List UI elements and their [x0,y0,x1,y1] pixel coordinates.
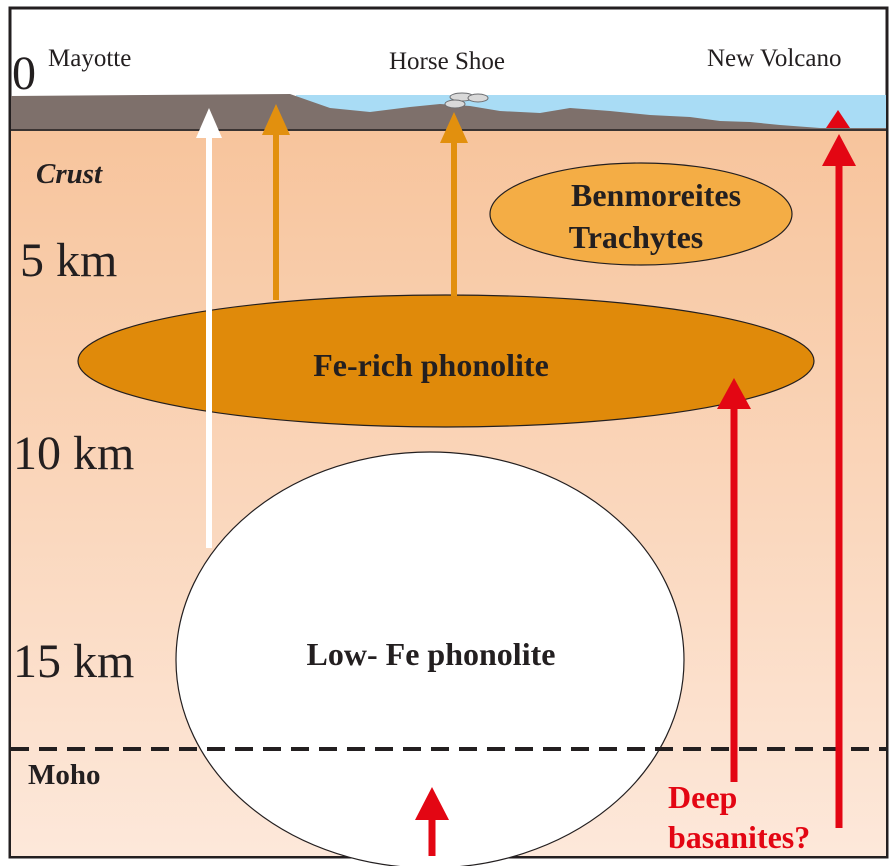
benmoreites-trachytes-reservoir [489,162,793,266]
horse-shoe-plume-icon [444,92,489,109]
new-volcano-cone-icon [826,110,850,128]
depth-label-10km: 10 km [13,427,134,480]
mayotte-label: Mayotte [48,45,131,72]
red-arrow-into-low-fe [415,787,449,856]
orange-arrow-horse-shoe [440,112,468,296]
new-volcano-label: New Volcano [707,45,841,72]
crust-label: Crust [36,158,103,190]
horse-shoe-label: Horse Shoe [389,48,505,75]
fe-rich-phonolite-reservoir [77,294,815,428]
depth-label-15km: 15 km [13,635,134,688]
red-arrow-to-new-volcano [822,134,856,828]
red-arrow-to-fe-rich [717,378,751,782]
low-fe-phonolite-label: Low- Fe phonolite [307,636,556,672]
low-fe-phonolite-reservoir [175,451,685,866]
moho-label: Moho [28,759,101,791]
deep-basanites-label-line2: basanites? [668,819,810,855]
deep-basanites-label-line1: Deep [668,779,737,815]
benmoreites-label: Benmoreites [571,177,741,213]
orange-arrow-left [262,104,290,300]
trachytes-label: Trachytes [569,219,703,255]
depth-label-5km: 5 km [20,234,117,287]
seafloor-topography [11,94,886,131]
depth-label-0: 0 [12,47,36,100]
fe-rich-phonolite-label: Fe-rich phonolite [313,347,549,383]
white-arrow [196,108,222,548]
